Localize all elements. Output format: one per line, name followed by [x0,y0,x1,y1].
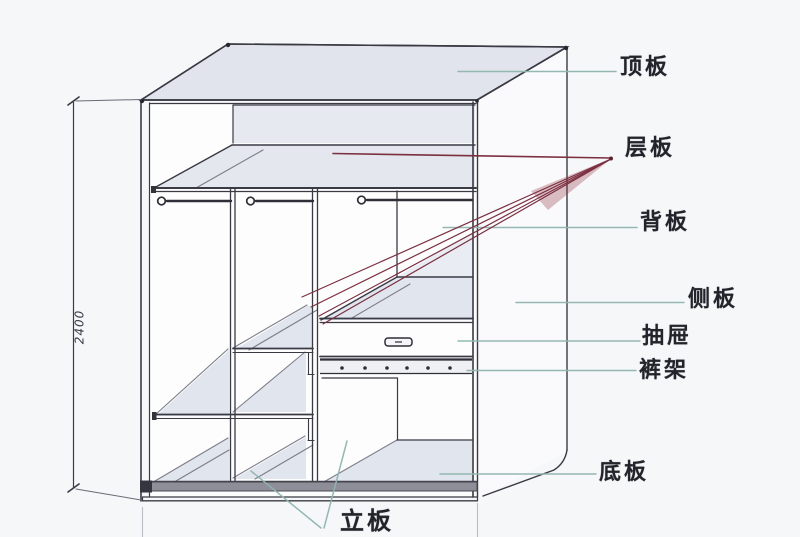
height-dimension-value: 2400 [72,309,87,345]
height-dimension [67,96,142,501]
label-vertical-board: 立板 [340,507,394,535]
label-back-board: 背板 [640,210,691,235]
label-pointer-lines [250,70,685,529]
trouser-rack-rail [320,358,472,375]
depth-sketch-lines [154,149,411,484]
cabinet-outline [140,43,568,502]
label-drawer: 抽屉 [642,324,693,349]
bottom-board-assembly [140,480,479,537]
perspective-shading [155,232,473,483]
hanging-rods [156,195,474,206]
label-bottom-board: 底板 [599,460,650,485]
drawer-handle [384,337,413,347]
label-top-board: 顶板 [620,55,671,80]
corner-dots [139,42,569,104]
label-trouser-rack: 裤架 [639,358,690,383]
shelf-board-fan-lines [301,152,613,325]
label-side-board: 侧板 [688,287,739,312]
label-shelf-board: 层板 [625,136,676,161]
